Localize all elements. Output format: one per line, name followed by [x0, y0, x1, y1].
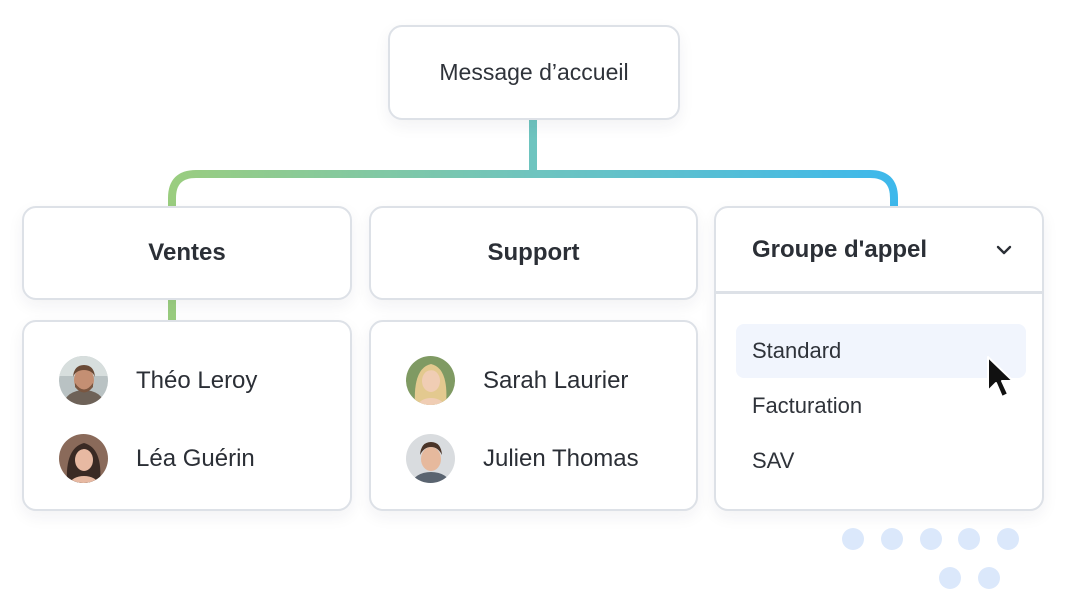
- avatar: [406, 356, 455, 405]
- avatar: [59, 434, 108, 483]
- dropdown-option-label: Facturation: [752, 393, 863, 418]
- avatar: [59, 356, 108, 405]
- avatar: [406, 434, 455, 483]
- dropdown-option-label: SAV: [752, 448, 795, 473]
- dropdown-option-sav[interactable]: SAV: [736, 434, 1026, 488]
- group-support-label: Support: [487, 239, 580, 266]
- welcome-message-node[interactable]: Message d’accueil: [388, 25, 680, 120]
- dropdown-option-facturation[interactable]: Facturation: [736, 379, 1026, 433]
- mouse-cursor-icon: [987, 356, 1014, 398]
- member-name: Théo Leroy: [136, 366, 258, 394]
- member-name: Sarah Laurier: [483, 366, 629, 394]
- welcome-message-label: Message d’accueil: [439, 59, 629, 85]
- group-ventes-node[interactable]: Ventes: [22, 206, 352, 300]
- member-name: Julien Thomas: [483, 444, 639, 472]
- group-ventes-members: Théo Leroy Léa Guérin: [22, 320, 352, 511]
- member-sarah-laurier[interactable]: Sarah Laurier: [406, 356, 628, 405]
- group-support-node[interactable]: Support: [369, 206, 698, 300]
- decor-dot: [997, 528, 1019, 550]
- call-group-dropdown-header[interactable]: Groupe d'appel: [716, 208, 1042, 294]
- member-name: Léa Guérin: [136, 444, 255, 472]
- member-theo-leroy[interactable]: Théo Leroy: [59, 356, 257, 405]
- decor-dot: [958, 528, 980, 550]
- decor-dot: [939, 567, 961, 589]
- dropdown-option-label: Standard: [752, 338, 842, 363]
- decor-dot: [842, 528, 864, 550]
- decor-dot: [978, 567, 1000, 589]
- member-julien-thomas[interactable]: Julien Thomas: [406, 434, 639, 483]
- member-lea-guerin[interactable]: Léa Guérin: [59, 434, 255, 483]
- call-group-dropdown-label: Groupe d'appel: [752, 235, 928, 263]
- decor-dot: [881, 528, 903, 550]
- dropdown-option-standard[interactable]: Standard: [736, 324, 1026, 378]
- chevron-down-icon[interactable]: [994, 240, 1014, 260]
- group-support-members: Sarah Laurier Julien Thomas: [369, 320, 698, 511]
- decor-dot: [920, 528, 942, 550]
- group-ventes-label: Ventes: [148, 239, 226, 266]
